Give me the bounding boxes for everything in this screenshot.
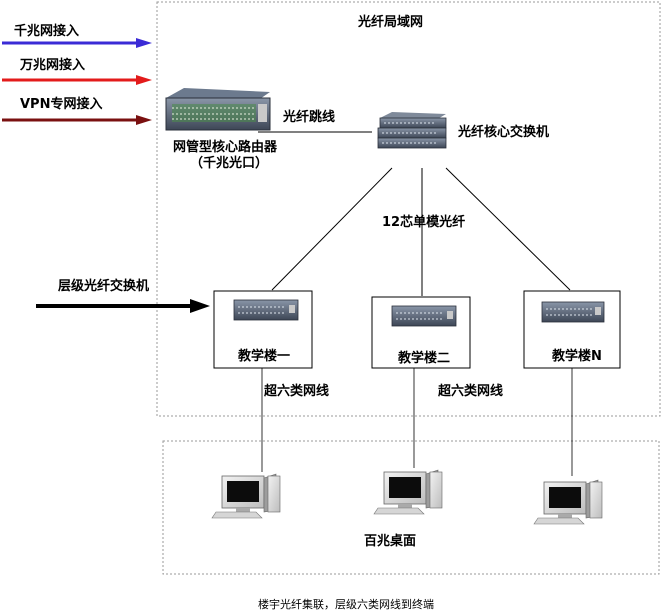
core-router-label: 网管型核心路由器 [173, 139, 278, 155]
fiber-jumper-label: 光纤跳线 [282, 109, 335, 125]
desktop-pc-icon-n [533, 479, 603, 525]
lan-title: 光纤局域网 [357, 14, 423, 30]
desktop-pc-icon-1 [211, 473, 281, 519]
core-router-icon [165, 88, 271, 131]
building-n-label: 教学楼N [551, 348, 602, 364]
link-gigabit: 千兆网接入 [2, 23, 152, 48]
lan-region [156, 1, 661, 417]
core-switch-label: 光纤核心交换机 [457, 124, 549, 140]
link-vpn: VPN专网接入 [2, 96, 152, 125]
building-1-node: 教学楼一 [213, 290, 313, 369]
core-switch-icon [377, 112, 447, 149]
building-1-label: 教学楼一 [237, 348, 290, 364]
caption: 楼宇光纤集联，层级六类网线到终端 [258, 597, 434, 611]
cable-left-label: 超六类网线 [264, 383, 329, 399]
link-10g: 万兆网接入 [2, 57, 152, 85]
desktop-region [162, 440, 660, 575]
building-2-node: 教学楼二 [371, 296, 471, 369]
desktop-label: 百兆桌面 [364, 533, 416, 549]
link-gigabit-label: 千兆网接入 [14, 23, 79, 39]
link-vpn-arrowhead [136, 115, 152, 125]
core-router-sublabel: （千兆光口） [190, 155, 268, 171]
desktop-pc-icon-2 [373, 469, 443, 515]
layer-switch-label: 层级光纤交换机 [58, 278, 149, 294]
link-vpn-label: VPN专网接入 [20, 96, 102, 112]
layer-switch-arrowhead [190, 299, 210, 313]
link-gigabit-arrowhead [136, 38, 152, 48]
link-10g-arrowhead [136, 75, 152, 85]
building-n-node: 教学楼N [523, 290, 621, 369]
link-10g-label: 万兆网接入 [19, 57, 85, 73]
building-2-switch-icon [391, 305, 457, 327]
building-n-switch-icon [541, 301, 605, 323]
building-2-label: 教学楼二 [397, 350, 450, 366]
fiber-line-building-n [445, 167, 571, 291]
building-1-switch-icon [233, 299, 299, 321]
fiber-type-label: 12芯单模光纤 [382, 214, 465, 230]
cable-right-label: 超六类网线 [438, 383, 503, 399]
fiber-line-building-1 [271, 167, 393, 291]
